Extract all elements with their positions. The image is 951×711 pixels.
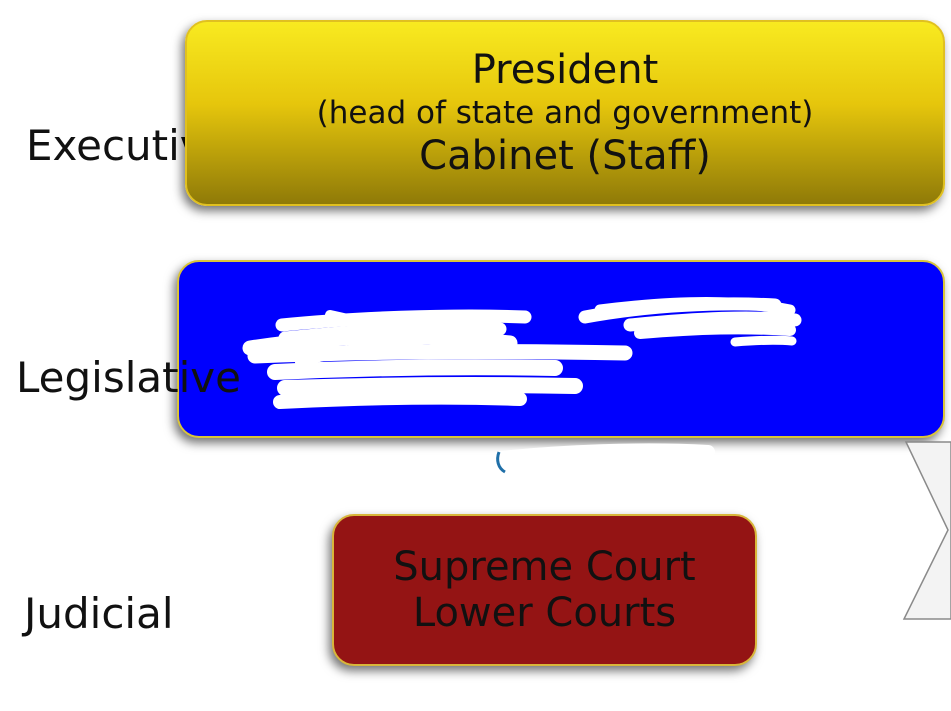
president-role-text: (head of state and government) (316, 95, 814, 131)
cabinet-text: Cabinet (Staff) (419, 133, 711, 179)
lower-courts-text: Lower Courts (412, 590, 677, 636)
supreme-court-text: Supreme Court (393, 544, 696, 590)
judicial-branch-label: Judicial (24, 589, 174, 638)
judicial-box: Supreme Court Lower Courts (332, 514, 757, 666)
executive-box: President (head of state and government)… (185, 20, 945, 206)
legislative-box (177, 260, 945, 438)
arrow-shape (902, 441, 951, 620)
president-text: President (471, 47, 659, 93)
legislative-branch-label: Legislative (16, 353, 241, 402)
